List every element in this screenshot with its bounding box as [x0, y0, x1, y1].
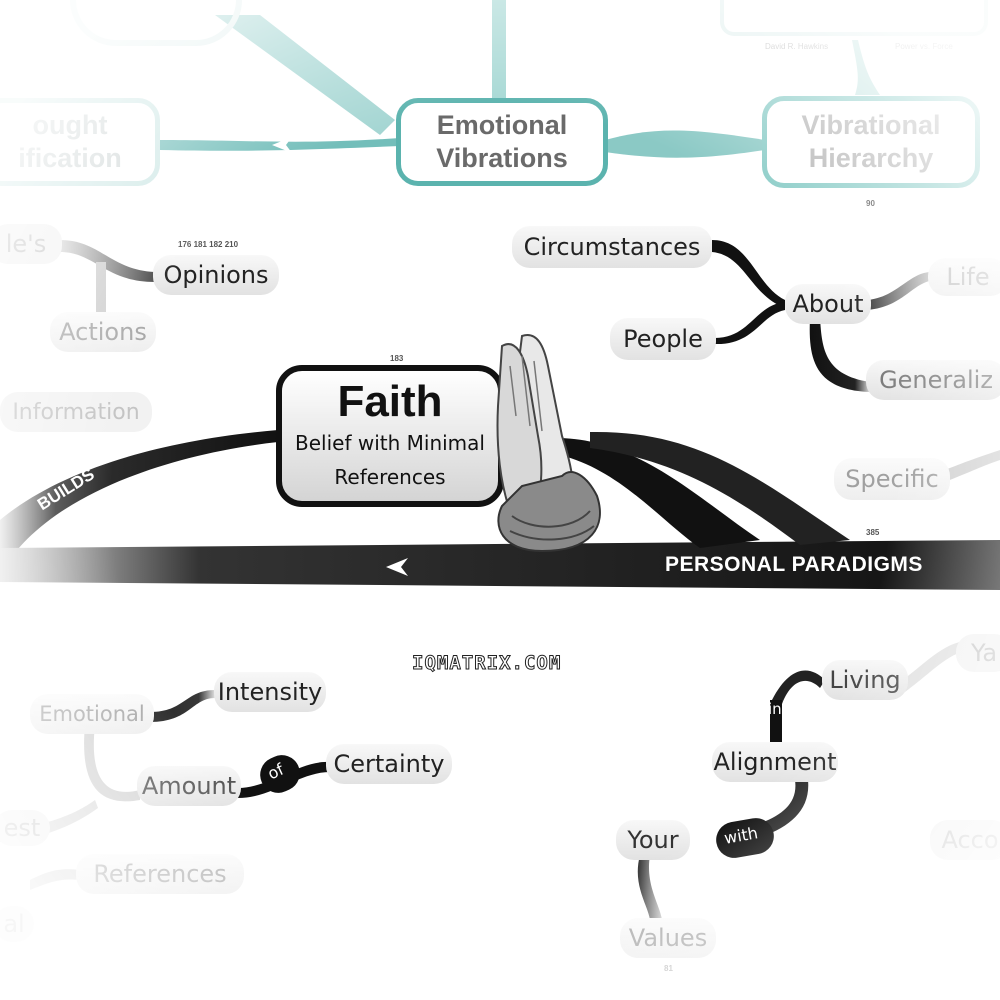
emotional-line1: Emotional [436, 110, 568, 140]
faith-subtitle-line2: References [334, 465, 446, 489]
ya-node[interactable]: Ya [956, 634, 1000, 672]
your-to-values [637, 855, 662, 920]
faith-subtitle-line1: Belief with Minimal [295, 431, 485, 455]
emotional-down [84, 725, 140, 802]
emotional-vibrations-node[interactable]: Emotional Vibrations [396, 98, 608, 186]
living-node[interactable]: Living [822, 660, 908, 700]
faded-teal-loop [70, 0, 242, 46]
specific-node[interactable]: Specific [834, 458, 950, 500]
about-to-generalize [809, 318, 870, 392]
certainty-node[interactable]: Certainty [326, 744, 452, 784]
teal-link-diagonal [215, 15, 395, 135]
book-reference-box [720, 0, 988, 36]
references-stem [30, 869, 80, 890]
thought-notification-node[interactable]: ought ification [0, 98, 160, 186]
teal-link-right [605, 130, 765, 158]
peoples-node[interactable]: le's [0, 224, 62, 264]
alignment-node[interactable]: Alignment [712, 742, 838, 782]
information-node[interactable]: Information [0, 392, 152, 432]
actions-node[interactable]: Actions [50, 312, 156, 352]
praying-hands-icon [496, 334, 601, 553]
opinions-page-numbers: 176 181 182 210 [178, 240, 239, 249]
about-node[interactable]: About [785, 284, 871, 324]
people-branch [715, 302, 785, 345]
generalizations-node[interactable]: Generaliz [866, 360, 1000, 400]
emotional-line2: Vibrations [436, 143, 568, 173]
specific-tail [945, 450, 1000, 482]
in-label: in [768, 700, 782, 718]
left-arrow-icon [386, 558, 408, 576]
vibrational-line2: Hierarchy [808, 143, 934, 173]
personal-paradigms-label: PERSONAL PARADIGMS [665, 553, 923, 576]
teal-link-up [852, 40, 880, 95]
actions-stem [96, 262, 106, 315]
paradigms-page-number: 385 [866, 528, 880, 537]
vibrational-line1: Vibrational [801, 110, 941, 140]
thought-line2: ification [18, 143, 122, 173]
emotional-node[interactable]: Emotional [30, 694, 154, 734]
emotional-to-intensity [150, 690, 215, 722]
living-branch [772, 670, 825, 704]
faith-node[interactable]: Faith Belief with Minimal References [276, 365, 504, 507]
page-number-90: 90 [866, 199, 875, 208]
vibrational-hierarchy-node[interactable]: Vibrational Hierarchy [762, 96, 980, 188]
people-node[interactable]: People [610, 318, 716, 360]
values-page-number: 81 [664, 964, 673, 973]
amount-node[interactable]: Amount [137, 766, 241, 806]
author-right: Power vs. Force [895, 42, 953, 51]
your-node[interactable]: Your [616, 820, 690, 860]
about-to-life [868, 271, 935, 310]
faith-page-number: 183 [390, 354, 404, 363]
acco-node[interactable]: Acco [930, 820, 1000, 860]
author-left: David R. Hawkins [765, 42, 829, 51]
references-node[interactable]: References [76, 854, 244, 894]
test-node[interactable]: est [0, 810, 50, 846]
circumstances-branch [712, 240, 785, 308]
values-node[interactable]: Values [620, 918, 716, 958]
intensity-node[interactable]: Intensity [214, 672, 326, 712]
faith-subtitle: Belief with Minimal References [295, 426, 485, 494]
teal-link-vertical [492, 0, 506, 104]
thought-line1: ought [32, 110, 108, 140]
peoples-to-opinions [60, 240, 155, 282]
brand-logo: IQMATRIX.COM [411, 652, 562, 675]
circumstances-node[interactable]: Circumstances [512, 226, 712, 268]
life-node[interactable]: Life [928, 258, 1000, 296]
faith-title: Faith [337, 377, 443, 426]
left-arrow-icon-top [272, 137, 292, 153]
opinions-node[interactable]: Opinions [153, 255, 279, 295]
